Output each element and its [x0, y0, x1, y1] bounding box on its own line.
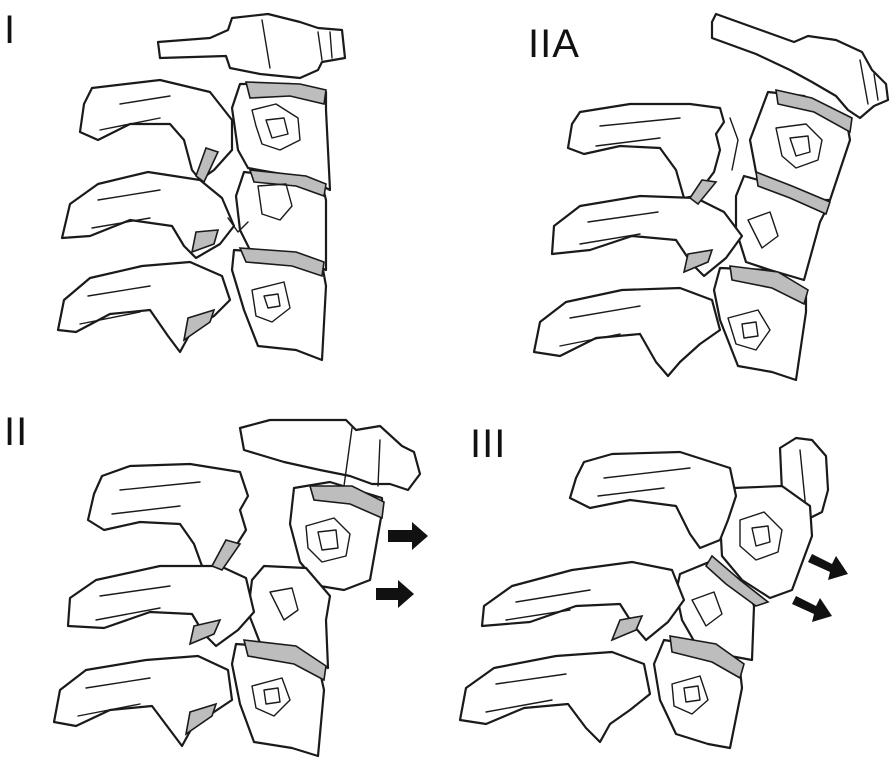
panel-IIA-spine — [534, 14, 888, 380]
panel-IIA-c4-lamina — [534, 288, 720, 376]
panel-III-c3-lamina — [482, 562, 684, 640]
panel-I-c2-dens — [158, 14, 345, 78]
panel-II-c2-dens — [240, 420, 420, 490]
panel-II-c3-lamina — [68, 566, 254, 646]
panel-III-c4-lamina — [460, 652, 650, 742]
panel-II-arrow-upper — [388, 522, 428, 550]
panel-IIA-c3-lamina — [552, 196, 742, 276]
panel-III-spine — [460, 438, 848, 748]
panel-II-c4-lamina — [54, 656, 232, 746]
panel-I-spine — [58, 14, 345, 360]
panel-II-spine — [54, 420, 428, 756]
panel-II-arrow-lower — [376, 580, 414, 608]
panel-III-arrow-lower — [792, 596, 832, 622]
panel-III-arrow-upper — [808, 554, 848, 580]
panel-I-c4-lamina — [58, 262, 230, 352]
panel-III-c2-lamina — [570, 452, 736, 548]
panel-III-facet-disc-1 — [612, 616, 642, 640]
